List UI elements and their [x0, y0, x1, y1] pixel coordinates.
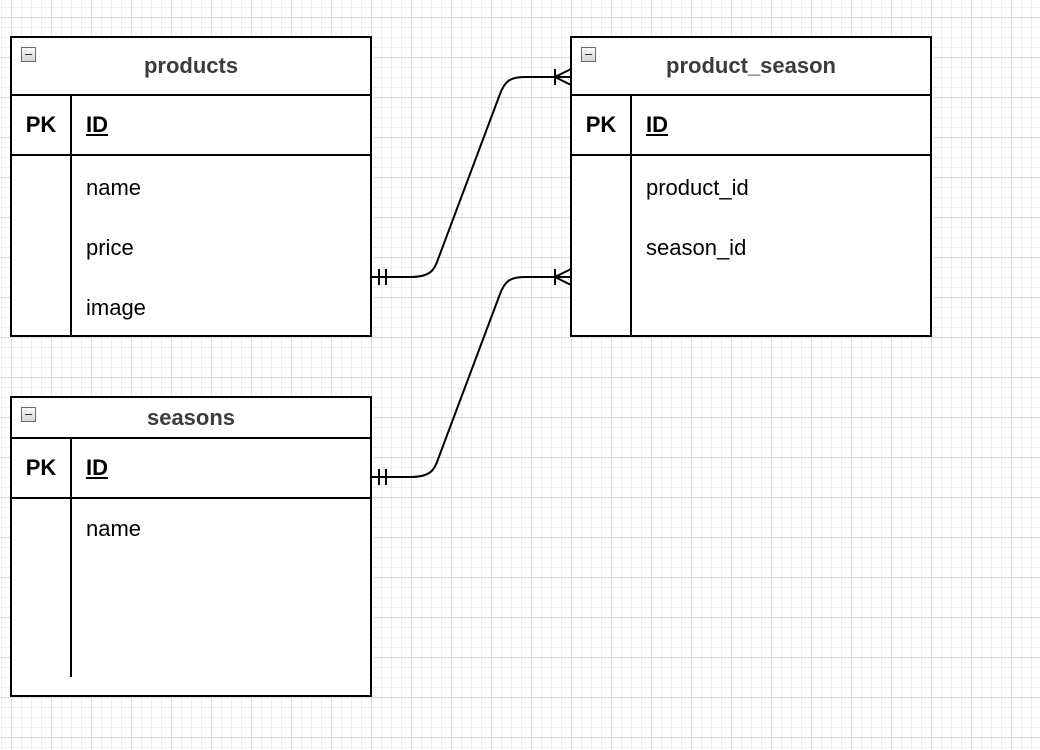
field-price: price: [86, 235, 134, 260]
entity-seasons[interactable]: seasons PK ID name: [10, 396, 372, 697]
field-image: image: [86, 295, 146, 320]
connector-line: [372, 76, 571, 278]
pk-field: ID: [86, 455, 108, 480]
pk-label: PK: [25, 455, 57, 480]
pk-row: PK ID: [572, 96, 930, 156]
pk-label: PK: [585, 112, 617, 137]
entity-title: product_season: [572, 38, 930, 96]
collapse-icon[interactable]: [581, 47, 596, 62]
column-divider: [630, 96, 632, 335]
pk-row: PK ID: [12, 96, 370, 156]
entity-title-text: product_season: [666, 53, 836, 78]
collapse-icon[interactable]: [21, 47, 36, 62]
crowfoot-marker: [552, 268, 572, 286]
connector-line: [372, 276, 571, 478]
field-season-id: season_id: [646, 235, 747, 260]
entity-title: products: [12, 38, 370, 96]
entity-title-text: seasons: [146, 404, 236, 430]
entity-products[interactable]: products PK ID name price image: [10, 36, 372, 337]
crowfoot-marker: [552, 68, 572, 86]
pk-field: ID: [646, 112, 668, 137]
pk-field: ID: [86, 112, 108, 137]
entity-product-season[interactable]: product_season PK ID product_id season_i…: [570, 36, 932, 337]
entity-title: seasons: [12, 398, 370, 439]
field-name: name: [86, 175, 142, 200]
field-product-id: product_id: [646, 175, 749, 200]
field-name: name: [86, 516, 142, 541]
pk-label: PK: [25, 112, 57, 137]
column-divider: [70, 96, 72, 335]
relation-seasons-product-season[interactable]: [372, 268, 572, 485]
entity-title-text: products: [143, 53, 239, 78]
pk-row: PK ID: [12, 439, 370, 499]
column-divider: [70, 439, 72, 677]
relation-products-product-season[interactable]: [372, 68, 572, 285]
collapse-icon[interactable]: [21, 407, 36, 422]
